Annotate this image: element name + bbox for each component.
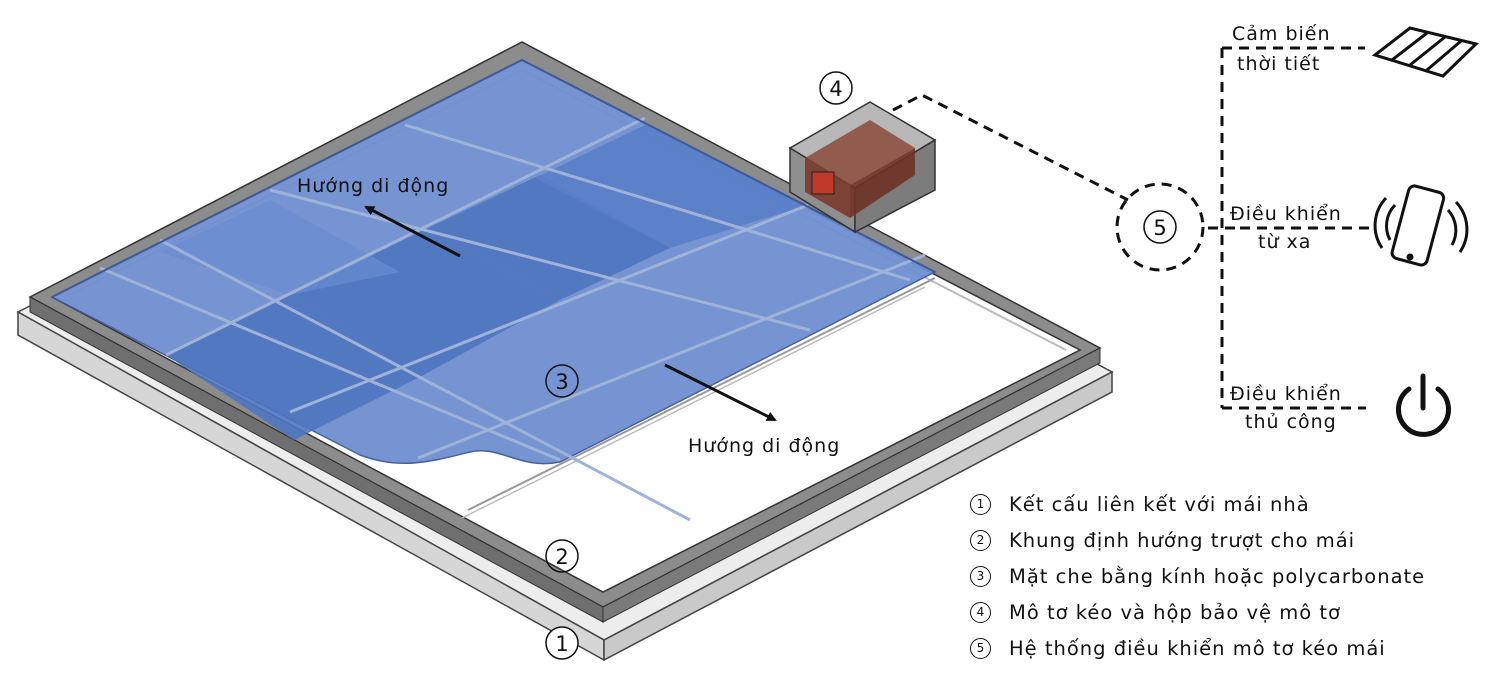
- weather-sensor-icon: [1371, 26, 1479, 78]
- glass-cover-panels: [50, 58, 937, 522]
- legend-text: Kết cấu liên kết với mái nhà: [1009, 492, 1310, 516]
- manual-control-label-2: thủ công: [1245, 411, 1337, 433]
- direction-label-bottom: Hướng di động: [688, 435, 840, 457]
- marker-4: 4: [819, 71, 853, 105]
- legend-number: 1: [970, 493, 991, 515]
- svg-text:4: 4: [829, 77, 842, 101]
- direction-arrows: Hướng di động Hướng di động: [297, 175, 840, 457]
- legend-item-4: 4 Mô tơ kéo và hộp bảo vệ mô tơ: [970, 594, 1495, 630]
- number-markers: 1 2 3 4 5: [545, 71, 1177, 660]
- control-labels: Cảm biến thời tiết Điều khiển từ xa Điều…: [1230, 23, 1342, 433]
- control-wiring: [892, 46, 1372, 410]
- marker-5: 5: [1143, 210, 1177, 244]
- marker-3: 3: [545, 364, 579, 398]
- arrow-icon: [364, 205, 461, 258]
- svg-text:5: 5: [1153, 216, 1166, 240]
- legend-number: 5: [970, 637, 991, 659]
- legend-item-3: 3 Mặt che bằng kính hoặc polycarbonate: [970, 558, 1495, 594]
- legend-item-2: 2 Khung định hướng trượt cho mái: [970, 522, 1495, 558]
- motor-box: [788, 101, 937, 234]
- remote-control-label-1: Điều khiển: [1230, 203, 1342, 225]
- legend-text: Hệ thống điều khiển mô tơ kéo mái: [1009, 636, 1386, 660]
- power-icon: [1396, 373, 1451, 437]
- marker-1: 1: [545, 626, 579, 660]
- legend-number: 4: [970, 601, 991, 623]
- weather-sensor-label-2: thời tiết: [1237, 53, 1320, 75]
- smartphone-icon: [1373, 184, 1469, 267]
- svg-text:2: 2: [555, 545, 568, 569]
- legend-number: 3: [970, 565, 991, 587]
- legend: 1 Kết cấu liên kết với mái nhà 2 Khung đ…: [970, 486, 1495, 666]
- remote-control-label-2: từ xa: [1258, 231, 1311, 253]
- direction-label-top: Hướng di động: [297, 175, 449, 197]
- svg-text:3: 3: [555, 370, 568, 394]
- svg-text:1: 1: [555, 632, 568, 656]
- legend-text: Mặt che bằng kính hoặc polycarbonate: [1009, 564, 1426, 588]
- legend-text: Mô tơ kéo và hộp bảo vệ mô tơ: [1009, 600, 1341, 624]
- legend-item-5: 5 Hệ thống điều khiển mô tơ kéo mái: [970, 630, 1495, 666]
- legend-number: 2: [970, 529, 991, 551]
- legend-item-1: 1 Kết cấu liên kết với mái nhà: [970, 486, 1495, 522]
- manual-control-label-1: Điều khiển: [1230, 383, 1342, 405]
- arrow-icon: [664, 363, 777, 422]
- marker-2: 2: [545, 539, 579, 573]
- legend-text: Khung định hướng trượt cho mái: [1009, 528, 1356, 552]
- weather-sensor-label-1: Cảm biến: [1232, 23, 1331, 45]
